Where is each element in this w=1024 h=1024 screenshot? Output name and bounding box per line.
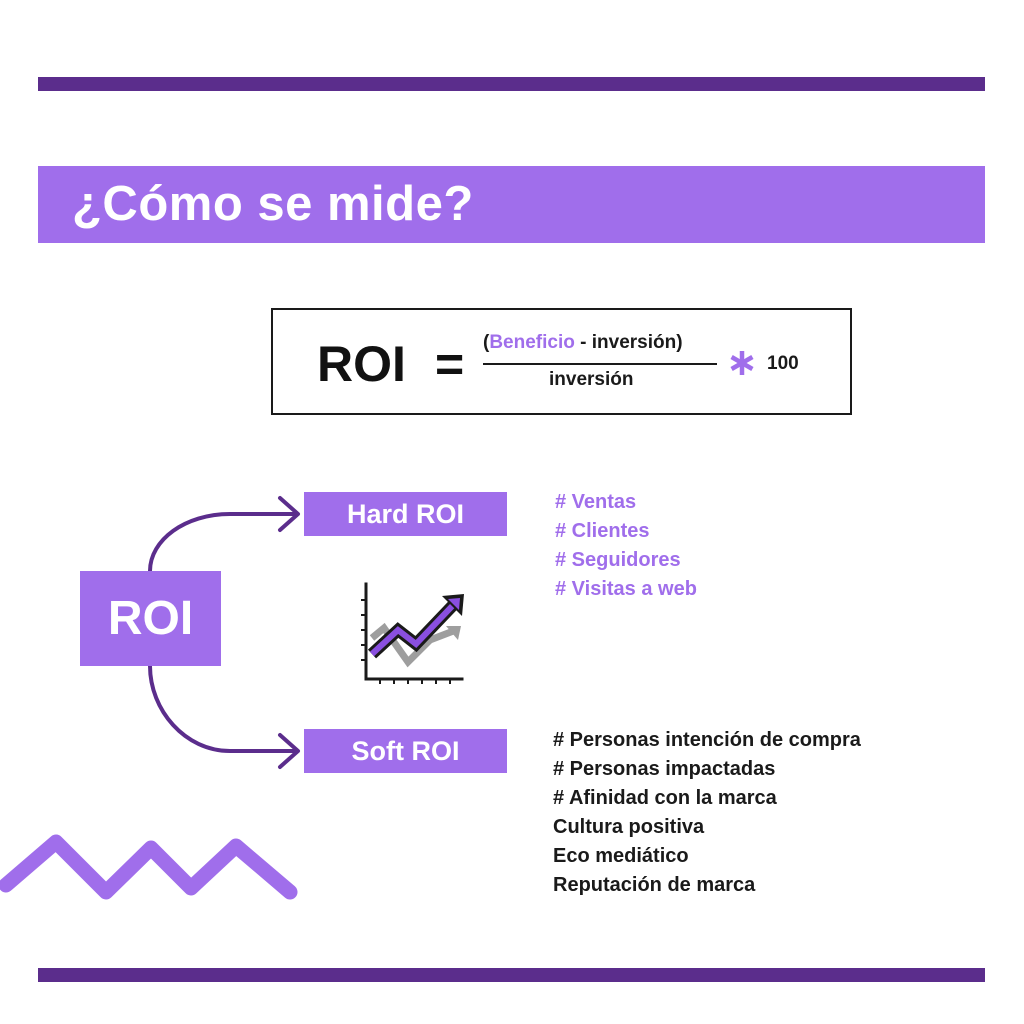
bottom-divider-bar xyxy=(38,968,985,982)
arrow-head-hard xyxy=(278,496,300,532)
top-divider-bar xyxy=(38,77,985,91)
list-item: Cultura positiva xyxy=(553,816,705,838)
list-item: # Personas impactadas xyxy=(553,758,776,780)
roi-node: ROI xyxy=(80,571,221,666)
zigzag-decoration xyxy=(0,834,298,900)
list-item: Eco mediático xyxy=(553,845,689,867)
formula-equals: = xyxy=(435,336,465,392)
list-item: # Ventas xyxy=(555,491,637,513)
list-item: # Clientes xyxy=(555,520,650,542)
arrow-to-hard-roi xyxy=(148,512,298,573)
title-banner: ¿Cómo se mide? xyxy=(38,166,985,243)
growth-chart-icon xyxy=(361,582,464,684)
list-item: # Afinidad con la marca xyxy=(553,787,777,809)
soft-roi-label: Soft ROI xyxy=(304,729,507,773)
soft-roi-list: # Personas intención de compra # Persona… xyxy=(553,726,861,900)
list-item: # Seguidores xyxy=(555,549,681,571)
arrow-to-soft-roi xyxy=(148,664,298,753)
page-title: ¿Cómo se mide? xyxy=(72,177,474,231)
formula-multiplier: 100 xyxy=(767,353,799,374)
formula-roi-term: ROI xyxy=(317,336,406,392)
fraction-line xyxy=(483,363,717,365)
list-item: # Visitas a web xyxy=(555,578,697,600)
numerator-benefit: Beneficio xyxy=(489,332,575,353)
list-item: Reputación de marca xyxy=(553,874,756,896)
list-item: # Personas intención de compra xyxy=(553,729,861,751)
numerator-investment: - inversión) xyxy=(574,332,683,353)
asterisk-icon xyxy=(730,351,754,375)
formula-denominator: inversión xyxy=(549,369,634,390)
hard-roi-label: Hard ROI xyxy=(304,492,507,536)
arrow-head-soft xyxy=(278,733,300,769)
roi-formula: ROI = (Beneficio - inversión) inversión … xyxy=(271,308,852,415)
hard-roi-list: # Ventas # Clientes # Seguidores # Visit… xyxy=(555,488,697,604)
numerator-open-paren: ( xyxy=(483,332,490,353)
formula-numerator: (Beneficio - inversión) xyxy=(483,332,683,354)
